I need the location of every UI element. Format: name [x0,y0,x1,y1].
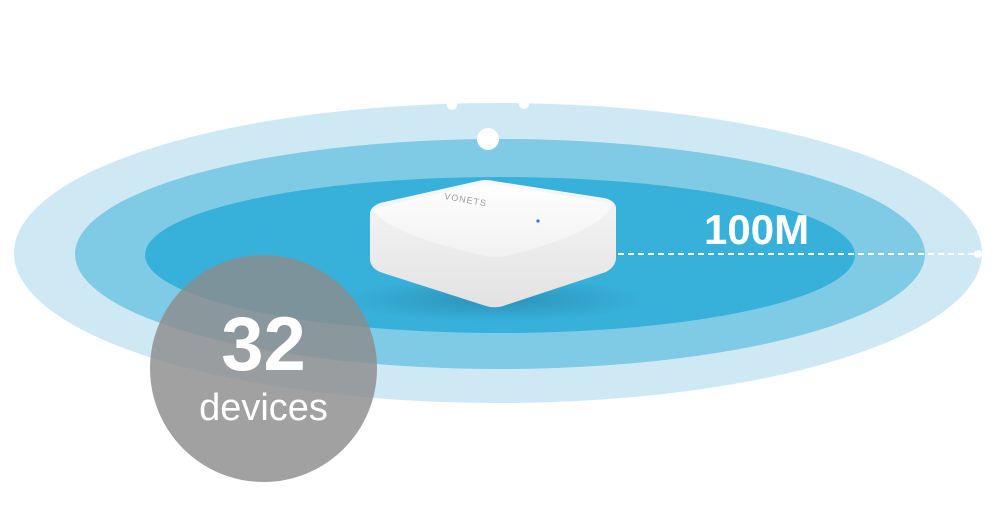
range-label: 100M [704,206,810,253]
device-count-unit: devices [199,387,328,429]
router-device: VONETS [370,180,616,308]
device-status-led [536,219,540,223]
device-count: 32 [221,302,306,387]
signal-dot [519,99,529,109]
signal-dot [974,250,982,258]
signal-dot [447,100,457,110]
device-capacity-badge: 32 devices [150,255,377,482]
signal-dot [477,128,499,150]
